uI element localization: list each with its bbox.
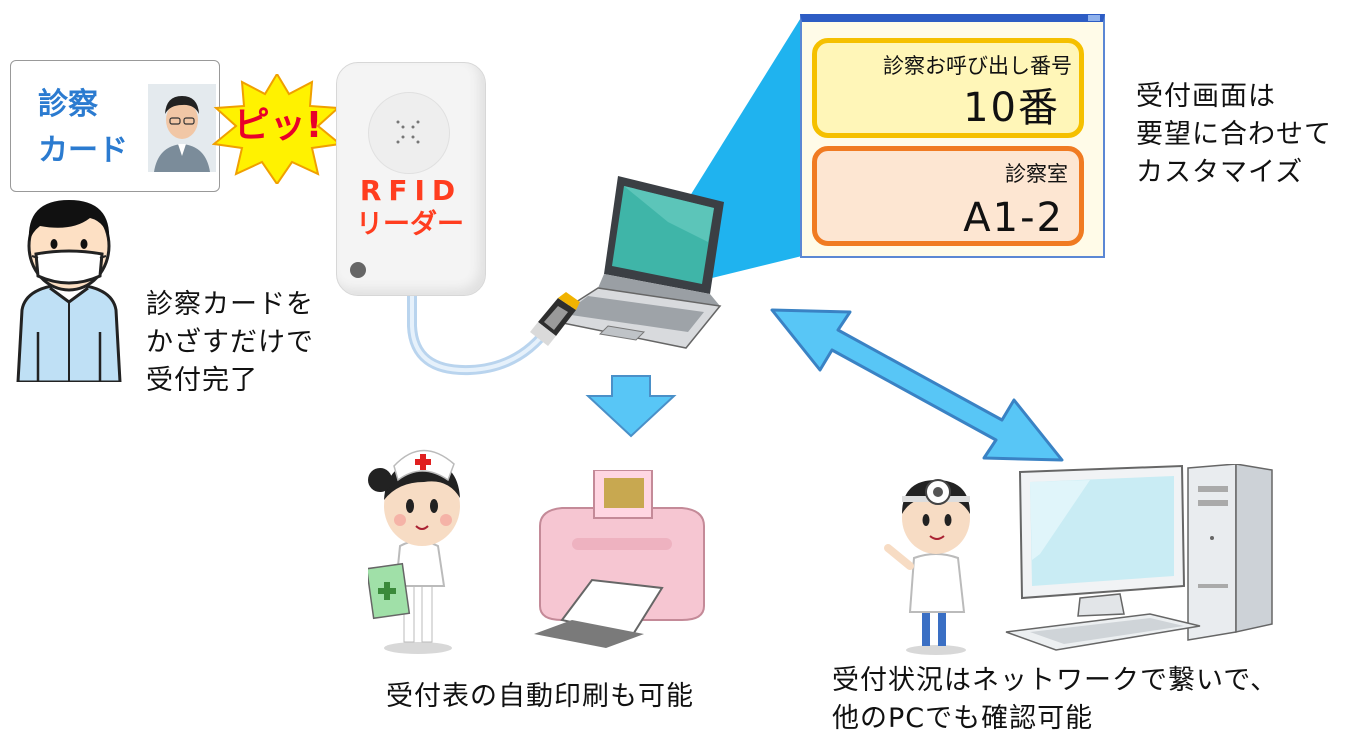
exam-room-value: A1-2	[963, 195, 1064, 241]
call-number-value: 10番	[963, 85, 1060, 131]
nurse-figure	[368, 449, 460, 654]
beep-burst	[212, 74, 342, 184]
customize-caption: 受付画面は 要望に合わせて カスタマイズ	[1136, 81, 1332, 188]
down-arrow	[585, 375, 677, 438]
printer	[534, 470, 705, 648]
reader-label-rfid: RFID	[359, 174, 463, 207]
laptop	[546, 176, 724, 349]
reader-sensor	[368, 92, 450, 174]
reader-x-icon	[396, 120, 420, 144]
desktop-pc	[1005, 464, 1273, 651]
reader-cable	[407, 286, 555, 376]
call-number-box	[812, 38, 1084, 138]
doctor-figure	[884, 479, 970, 655]
network-caption: 受付状況はネットワークで繋いで、 他のPCでも確認可能	[832, 665, 1279, 734]
window-close-icon	[1088, 15, 1100, 21]
card-title: 診察 カード	[38, 87, 128, 168]
patient-caption: 診察カードを かざすだけで 受付完了	[146, 289, 314, 396]
card-photo	[148, 84, 216, 172]
patient-figure	[16, 200, 122, 382]
bidirectional-arrow	[770, 308, 1064, 462]
exam-room-label: 診察室	[1005, 162, 1068, 186]
reader-logo-icon	[350, 262, 366, 278]
printer-caption: 受付表の自動印刷も可能	[386, 681, 694, 712]
beep-text: ピッ!	[233, 105, 323, 146]
exam-room-box	[812, 146, 1084, 246]
reader-label-reader: リーダー	[356, 209, 464, 240]
call-number-label: 診察お呼び出し番号	[883, 54, 1072, 78]
usb-plug	[530, 292, 580, 346]
